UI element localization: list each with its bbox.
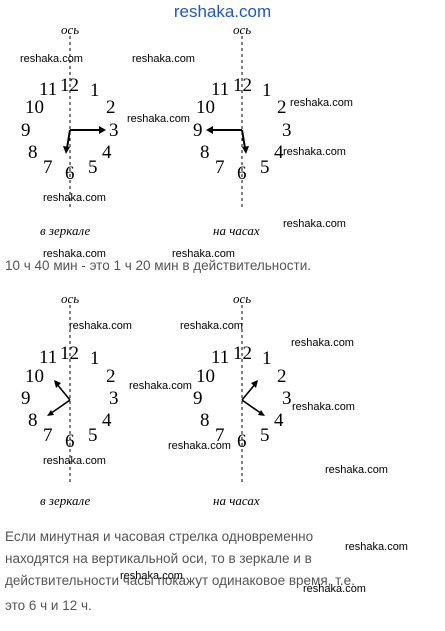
watermark: reshaka.com bbox=[168, 440, 231, 452]
clock-number: 10 bbox=[196, 97, 215, 118]
watermark: reshaka.com bbox=[303, 583, 366, 595]
watermark: reshaka.com bbox=[43, 248, 106, 260]
caption-clock-2: на часах bbox=[213, 493, 260, 508]
paragraph-1: 10 ч 40 мин - это 1 ч 20 мин в действите… bbox=[5, 258, 311, 273]
clock-number: 2 bbox=[106, 97, 116, 118]
clock-number: 7 bbox=[215, 157, 225, 178]
clock-number: 7 bbox=[43, 425, 53, 446]
paragraph-2-line-4: это 6 ч и 12 ч. bbox=[5, 598, 92, 613]
clock-number: 11 bbox=[39, 347, 58, 368]
watermark: reshaka.com bbox=[180, 320, 243, 332]
clock-number: 3 bbox=[109, 388, 119, 409]
site-title[interactable]: reshaka.com bbox=[173, 2, 272, 21]
clock-number: 5 bbox=[260, 425, 270, 446]
axis-lines bbox=[69, 36, 243, 485]
watermark: reshaka.com bbox=[43, 192, 106, 204]
clock-number: 3 bbox=[109, 120, 119, 141]
clock-number: 9 bbox=[21, 120, 31, 141]
clock-number: 1 bbox=[262, 348, 272, 369]
watermark: reshaka.com bbox=[345, 541, 408, 553]
clock-number: 12 bbox=[233, 343, 252, 364]
clock-number: 9 bbox=[193, 388, 203, 409]
clock-number: 4 bbox=[274, 142, 284, 163]
caption-clock-1: на часах bbox=[213, 223, 260, 238]
watermark: reshaka.com bbox=[292, 401, 355, 413]
clock-number: 5 bbox=[88, 157, 98, 178]
watermark: reshaka.com bbox=[325, 464, 388, 476]
clock-hands-clock-1 bbox=[206, 126, 249, 154]
clock-number: 3 bbox=[282, 388, 292, 409]
clock-number: 9 bbox=[21, 388, 31, 409]
axis-label-right: ось bbox=[233, 22, 252, 37]
watermark: reshaka.com bbox=[120, 570, 183, 582]
watermark: reshaka.com bbox=[132, 53, 195, 65]
clock-number: 4 bbox=[274, 410, 284, 431]
watermark: reshaka.com bbox=[127, 113, 190, 125]
clock-number: 11 bbox=[39, 79, 58, 100]
clock-number: 9 bbox=[193, 120, 203, 141]
paragraph-2-line-3: действительности часы покажут одинаковое… bbox=[5, 573, 355, 588]
watermark: reshaka.com bbox=[283, 218, 346, 230]
clock-number: 8 bbox=[200, 410, 210, 431]
clock-number: 7 bbox=[43, 157, 53, 178]
clock-number: 12 bbox=[60, 75, 79, 96]
paragraph-2-line-1: Если минутная и часовая стрелка одноврем… bbox=[5, 529, 314, 544]
watermark: reshaka.com bbox=[20, 53, 83, 65]
clock-number: 10 bbox=[196, 366, 215, 387]
clock-number: 11 bbox=[211, 347, 230, 368]
clock-number: 4 bbox=[102, 410, 112, 431]
clock-number: 2 bbox=[106, 366, 116, 387]
clock-number: 8 bbox=[28, 142, 38, 163]
watermark: reshaka.com bbox=[129, 380, 192, 392]
clock-number: 1 bbox=[262, 80, 272, 101]
clock-hands-mirror-2 bbox=[47, 380, 71, 416]
watermark: reshaka.com bbox=[283, 146, 346, 158]
clock-number: 6 bbox=[237, 163, 247, 184]
clock-number: 5 bbox=[260, 157, 270, 178]
clock-number: 12 bbox=[60, 343, 79, 364]
axis-label-right-2: ось bbox=[233, 291, 252, 306]
clock-number: 3 bbox=[282, 120, 292, 141]
clock-hands-mirror-1 bbox=[63, 126, 106, 154]
clock-number: 1 bbox=[90, 348, 100, 369]
clock-number: 12 bbox=[233, 75, 252, 96]
clock-number: 10 bbox=[25, 366, 44, 387]
clock-number: 8 bbox=[28, 410, 38, 431]
clock-number: 6 bbox=[65, 163, 75, 184]
watermark: reshaka.com bbox=[43, 455, 106, 467]
watermark: reshaka.com bbox=[69, 320, 132, 332]
clock-number: 6 bbox=[237, 431, 247, 452]
clock-number: 7 bbox=[215, 425, 225, 446]
clock-number: 2 bbox=[277, 366, 287, 387]
axis-label-left: ось bbox=[61, 22, 80, 37]
clock-number: 10 bbox=[25, 97, 44, 118]
watermark: reshaka.com bbox=[172, 248, 235, 260]
clock-number: 2 bbox=[277, 97, 287, 118]
caption-mirror-2: в зеркале bbox=[40, 493, 91, 508]
caption-mirror-1: в зеркале bbox=[40, 223, 91, 238]
clock-number: 6 bbox=[65, 431, 75, 452]
clock-number: 4 bbox=[102, 142, 112, 163]
watermark: reshaka.com bbox=[291, 337, 354, 349]
clock-hands-clock-2 bbox=[241, 380, 265, 416]
axis-label-left-2: ось bbox=[61, 291, 80, 306]
clock-number: 8 bbox=[200, 142, 210, 163]
paragraph-2-line-2: находятся на вертикальной оси, то в зерк… bbox=[5, 551, 312, 566]
watermark: reshaka.com bbox=[290, 97, 353, 109]
clock-number: 5 bbox=[88, 425, 98, 446]
clock-number: 1 bbox=[90, 80, 100, 101]
clock-number: 11 bbox=[211, 79, 230, 100]
